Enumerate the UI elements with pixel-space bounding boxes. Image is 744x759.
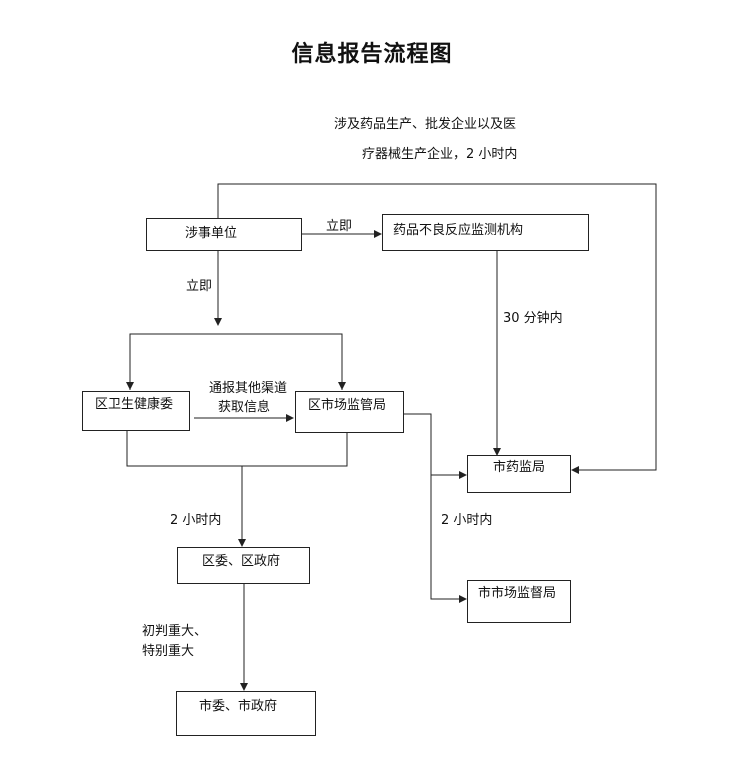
node-city-drug-label: 市药监局 <box>493 460 546 475</box>
edge-label-immediately-down: 立即 <box>186 279 213 294</box>
edge-market-branch <box>404 413 467 603</box>
edge-merge <box>126 430 348 467</box>
node-district-market-label: 区市场监管局 <box>308 398 387 413</box>
node-district-market: 区市场监管局 <box>295 391 404 433</box>
node-district-gov: 区委、区政府 <box>177 547 310 584</box>
node-district-health: 区卫生健康委 <box>82 391 190 431</box>
page-title: 信息报告流程图 <box>291 41 453 67</box>
edge-label-two-hours-left: 2 小时内 <box>170 513 222 528</box>
edge-fork <box>129 333 343 390</box>
node-district-health-label: 区卫生健康委 <box>95 397 174 412</box>
node-district-gov-label: 区委、区政府 <box>202 554 281 569</box>
node-reporting-unit: 涉事单位 <box>146 218 302 251</box>
node-reporting-unit-label: 涉事单位 <box>185 226 238 241</box>
edge-label-pharma-2: 疗器械生产企业，2 小时内 <box>362 147 518 162</box>
edge-label-thirty-min: 30 分钟内 <box>503 311 563 326</box>
node-city-gov-label: 市委、市政府 <box>199 699 278 714</box>
node-adr-monitor-label: 药品不良反应监测机构 <box>393 223 524 238</box>
node-city-gov: 市委、市政府 <box>176 691 316 736</box>
edge-label-major-2: 特别重大 <box>142 644 195 659</box>
node-city-drug: 市药监局 <box>467 455 571 493</box>
edge-label-other-channels-2: 获取信息 <box>218 400 271 415</box>
edge-label-major-1: 初判重大、 <box>142 624 208 639</box>
node-city-market: 市市场监督局 <box>467 580 571 623</box>
node-city-market-label: 市市场监督局 <box>478 586 557 601</box>
edge-label-pharma-1: 涉及药品生产、批发企业以及医 <box>334 117 517 132</box>
edge-unit-to-city-drug <box>217 183 657 474</box>
node-adr-monitor: 药品不良反应监测机构 <box>382 214 589 251</box>
edge-label-immediately-right: 立即 <box>326 219 353 234</box>
edge-label-two-hours-right: 2 小时内 <box>441 513 493 528</box>
edge-label-other-channels-1: 通报其他渠道 <box>209 381 288 396</box>
